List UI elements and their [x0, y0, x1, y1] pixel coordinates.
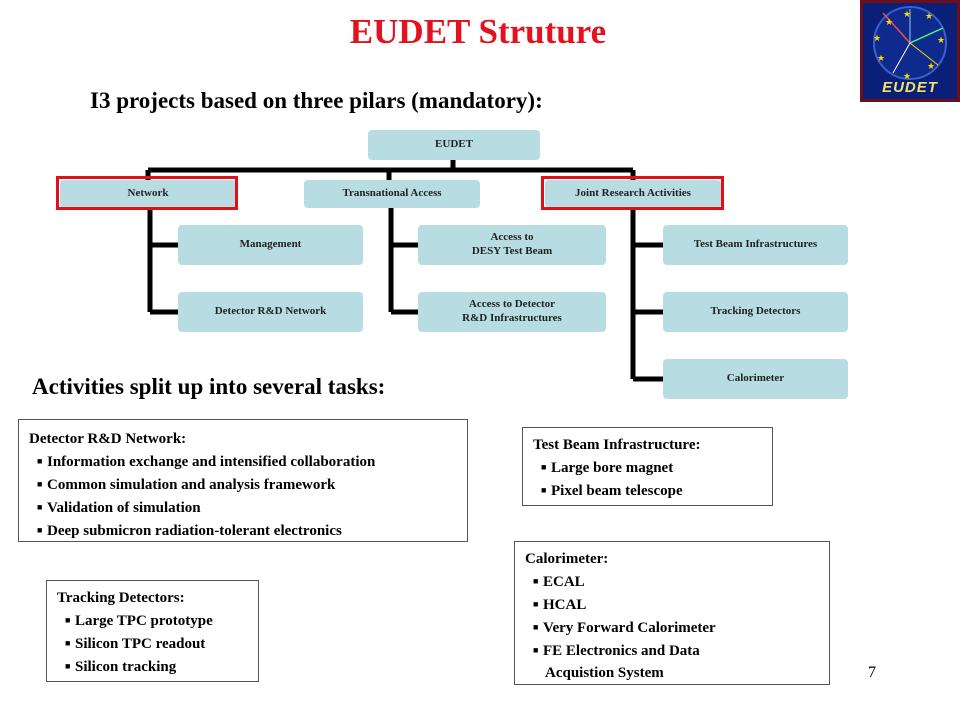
bullet-icon: ■: [37, 456, 43, 466]
list-item: ■Large TPC prototype: [57, 609, 248, 632]
list-item-continuation: Acquistion System: [545, 665, 664, 681]
detector-rd-network-box: Detector R&D Network: ■Information excha…: [18, 419, 468, 542]
svg-text:★: ★: [877, 53, 885, 63]
bullet-icon: ■: [37, 502, 43, 512]
eudet-logo: ★ ★ ★ ★ ★ ★ ★ ★ EUDET: [860, 0, 960, 102]
list-item: ■ECAL: [525, 570, 819, 593]
list-item: ■Common simulation and analysis framewor…: [29, 473, 457, 496]
svg-text:★: ★: [927, 61, 935, 71]
highlight-joint-research: [541, 176, 724, 210]
test-beam-infrastructure-box: Test Beam Infrastructure: ■Large bore ma…: [522, 427, 773, 506]
list-item: ■Very Forward Calorimeter: [525, 616, 819, 639]
org-access-desy-test-beam: Access to DESY Test Beam: [418, 225, 606, 265]
bullet-icon: ■: [65, 615, 71, 625]
page-number: 7: [868, 664, 876, 681]
list-item: ■Large bore magnet: [533, 456, 762, 479]
list-item: ■Silicon tracking: [57, 655, 248, 678]
list-item: ■Validation of simulation: [29, 496, 457, 519]
detector-rd-head: Detector R&D Network:: [29, 431, 187, 447]
org-joint-research-activities: Joint Research Activities: [545, 180, 721, 208]
subtitle: I3 projects based on three pilars (manda…: [90, 88, 543, 113]
test-beam-head: Test Beam Infrastructure:: [533, 437, 701, 453]
org-detector-rd-network: Detector R&D Network: [178, 292, 363, 332]
bullet-icon: ■: [65, 638, 71, 648]
bullet-icon: ■: [533, 645, 539, 655]
svg-text:★: ★: [873, 33, 881, 43]
list-item: ■Pixel beam telescope: [533, 479, 762, 502]
bullet-icon: ■: [533, 599, 539, 609]
bullet-icon: ■: [541, 485, 547, 495]
slide-title: EUDET Struture: [349, 12, 607, 51]
logo-text: EUDET: [882, 79, 938, 96]
list-item: ■Deep submicron radiation-tolerant elect…: [29, 519, 457, 542]
org-access-detector-infrastructures: Access to Detector R&D Infrastructures: [418, 292, 606, 332]
list-item: ■FE Electronics and Data: [525, 639, 819, 662]
org-test-beam-infrastructures: Test Beam Infrastructures: [663, 225, 848, 265]
org-calorimeter: Calorimeter: [663, 359, 848, 399]
bullet-icon: ■: [541, 462, 547, 472]
activities-heading: Activities split up into several tasks:: [32, 374, 386, 399]
logo-graphic-icon: ★ ★ ★ ★ ★ ★ ★ ★: [873, 6, 947, 81]
org-root-eudet: EUDET: [368, 130, 540, 160]
org-management: Management: [178, 225, 363, 265]
calorimeter-box: Calorimeter: ■ECAL ■HCAL ■Very Forward C…: [514, 541, 830, 685]
svg-text:★: ★: [903, 71, 911, 81]
list-item: ■Silicon TPC readout: [57, 632, 248, 655]
org-network: Network: [60, 180, 236, 208]
bullet-icon: ■: [533, 622, 539, 632]
bullet-icon: ■: [533, 576, 539, 586]
calorimeter-head: Calorimeter:: [525, 551, 609, 567]
org-tracking-detectors: Tracking Detectors: [663, 292, 848, 332]
bullet-icon: ■: [37, 525, 43, 535]
list-item: ■Information exchange and intensified co…: [29, 450, 457, 473]
bullet-icon: ■: [37, 479, 43, 489]
list-item: ■HCAL: [525, 593, 819, 616]
tracking-detectors-box: Tracking Detectors: ■Large TPC prototype…: [46, 580, 259, 682]
bullet-icon: ■: [65, 661, 71, 671]
org-transnational-access: Transnational Access: [304, 180, 480, 208]
highlight-network: [56, 176, 238, 210]
svg-text:★: ★: [903, 9, 911, 19]
svg-text:★: ★: [925, 11, 933, 21]
tracking-head: Tracking Detectors:: [57, 590, 185, 606]
svg-text:★: ★: [937, 35, 945, 45]
svg-text:★: ★: [885, 17, 893, 27]
